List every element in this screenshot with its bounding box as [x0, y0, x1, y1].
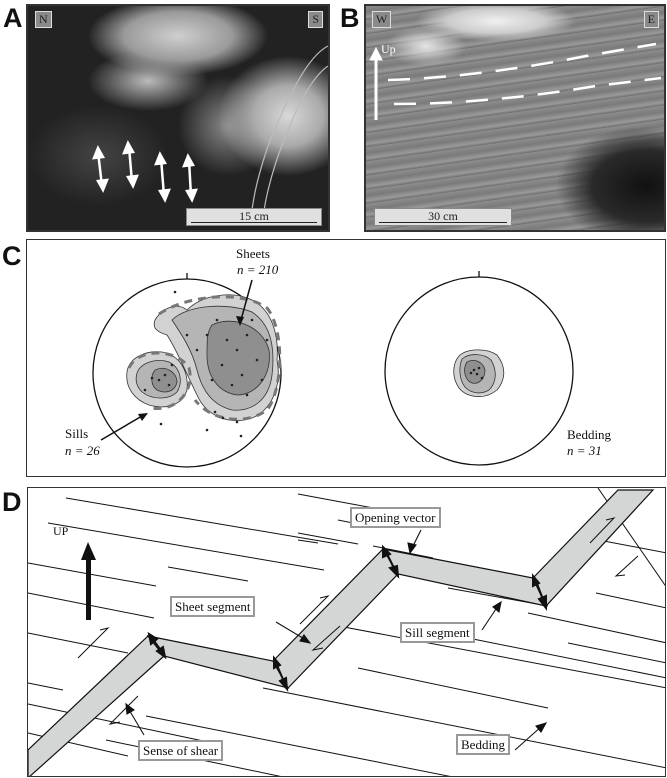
sills-count: n = 26 — [65, 443, 100, 458]
panel-letter-b: B — [340, 3, 360, 33]
up-arrow — [369, 46, 383, 120]
sill-margin-dashes — [369, 42, 662, 120]
bedding-lines — [28, 488, 665, 776]
up-label-b: Up — [381, 42, 396, 56]
scale-bar-a-label: 15 cm — [239, 209, 269, 223]
stereonets — [92, 271, 574, 468]
sheets-count: n = 210 — [237, 262, 279, 277]
panel-letter-d: D — [2, 487, 22, 517]
sheets-label: Sheets — [236, 246, 270, 261]
opening-arrows — [92, 45, 328, 227]
sill-sheet-schematic — [28, 488, 665, 776]
scale-bar-b-label: 30 cm — [428, 209, 458, 223]
photo-panel-b: Up W E 30 cm — [364, 4, 666, 232]
shear-sense-arrows — [77, 517, 639, 725]
label-leaders — [125, 529, 548, 751]
stereonet-left — [92, 273, 282, 468]
orientation-east-label: E — [643, 11, 659, 28]
orientation-north-label: N — [35, 11, 52, 28]
stereonet-panel-c: Sheets n = 210 Sills n = 26 Bedding n = … — [26, 239, 666, 477]
photo-panel-a: N S 15 cm — [26, 4, 330, 232]
intrusion-segments — [28, 489, 655, 776]
bedding-schematic-label: Bedding — [456, 734, 511, 755]
sheet-segment-label: Sheet segment — [170, 596, 256, 617]
bedding-count: n = 31 — [567, 443, 602, 458]
sills-label: Sills — [65, 426, 89, 441]
sense-of-shear-label: Sense of shear — [138, 740, 224, 761]
panel-letter-c: C — [2, 241, 22, 271]
bedding-stereonet-label: Bedding — [567, 427, 612, 442]
panel-letter-a: A — [3, 3, 23, 33]
scale-bar-a: 15 cm — [186, 208, 322, 226]
up-label-d: UP — [53, 524, 69, 538]
orientation-south-label: S — [308, 11, 323, 28]
opening-vector-label: Opening vector — [350, 507, 441, 528]
opening-vector-arrows — [147, 544, 547, 692]
schematic-panel-d: UP Opening vector Sheet segment Sill seg… — [27, 487, 666, 777]
sill-segment-label: Sill segment — [400, 622, 475, 643]
up-arrow-d — [81, 542, 96, 620]
orientation-west-label: W — [372, 11, 392, 28]
stereonet-right — [384, 271, 574, 466]
scale-bar-b: 30 cm — [374, 208, 512, 226]
